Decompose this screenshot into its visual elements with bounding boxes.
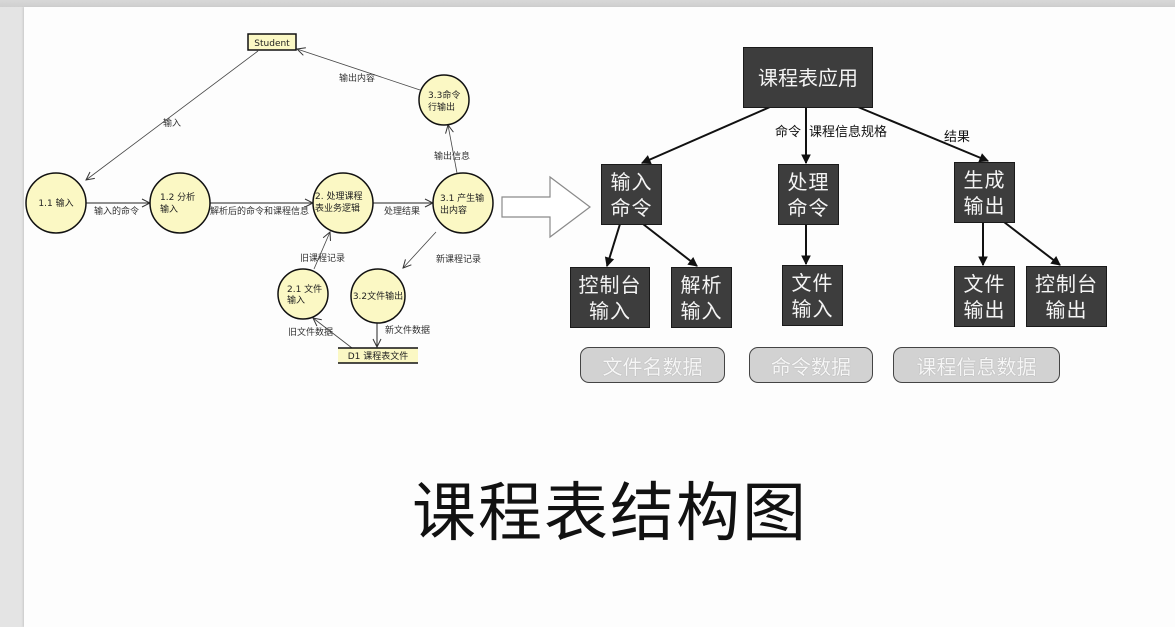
flow-label-output-content: 输出内容	[339, 72, 375, 84]
module-label-line2: 命令	[787, 195, 830, 220]
module-label-line2: 命令	[610, 195, 653, 220]
transform-arrow-icon	[501, 175, 591, 239]
structure-edge-labels: 命令 课程信息规格 结果	[775, 124, 970, 145]
module-label-line1: 文件	[963, 271, 1006, 296]
data-pill-label: 命令数据	[771, 354, 851, 379]
process-label-line1: 3.1 产生输	[440, 192, 484, 204]
process-2: 2. 处理课程 表业务逻辑	[312, 172, 374, 234]
module-label-line1: 控制台	[1035, 271, 1098, 296]
process-1-1: 1.1 输入	[25, 172, 87, 234]
data-pill-command: 命令数据	[749, 347, 873, 383]
process-label-line1: 2.1 文件	[287, 283, 322, 295]
edge-input-to-console	[607, 223, 621, 266]
edge-root-to-output	[857, 106, 988, 161]
flow-2-1-to-2	[313, 232, 330, 270]
edge-label-course-spec: 课程信息规格	[809, 124, 887, 140]
process-1-2: 1.2 分析 输入	[149, 172, 211, 234]
process-label-line2: 输入	[287, 294, 305, 306]
flow-label-process-result: 处理结果	[384, 205, 420, 217]
process-label-line2: 出内容	[440, 204, 467, 216]
viewer-top-bar	[0, 0, 1175, 7]
flow-student-to-1-1	[86, 50, 259, 180]
edge-label-command: 命令	[775, 124, 801, 140]
flow-3-3-to-student	[297, 49, 421, 91]
flow-label-input-command: 输入的命令	[94, 205, 139, 217]
module-label-line1: 处理	[787, 169, 830, 194]
module-label-line1: 文件	[791, 270, 834, 295]
data-store-d1: D1 课程表文件	[338, 347, 418, 364]
process-label-line2: 行输出	[428, 101, 455, 113]
module-label-line2: 输入	[791, 296, 834, 321]
process-label-line1: 2. 处理课程	[315, 190, 362, 202]
flow-3-1-to-3-3	[448, 125, 458, 174]
module-input-command: 输入 命令	[601, 164, 662, 225]
process-label-line1: 1.2 分析	[160, 191, 195, 203]
module-console-output: 控制台 输出	[1026, 266, 1107, 327]
edge-output-to-console	[1003, 221, 1060, 266]
edge-root-to-input	[642, 106, 771, 163]
flow-3-1-to-3-2	[403, 231, 437, 268]
entity-label: Student	[254, 39, 290, 49]
dfd-flows	[86, 49, 458, 349]
flow-label-input: 输入	[163, 117, 181, 129]
process-3-3: 3.3命令 行输出	[418, 74, 470, 126]
module-parse-input: 解析 输入	[671, 267, 732, 328]
module-label-line1: 输入	[610, 169, 653, 194]
module-label-line1: 解析	[680, 272, 723, 297]
process-label: 1.1 输入	[38, 197, 73, 209]
slide-title: 课程表结构图	[412, 477, 808, 551]
data-pill-course-info: 课程信息数据	[893, 347, 1060, 383]
module-root: 课程表应用	[743, 47, 873, 108]
module-process-command: 处理 命令	[778, 164, 839, 225]
process-label-line2: 表业务逻辑	[315, 202, 360, 214]
module-generate-output: 生成 输出	[954, 162, 1015, 223]
data-pill-filename: 文件名数据	[580, 347, 725, 383]
flow-label-old-file-data: 旧文件数据	[288, 326, 333, 338]
process-label-line1: 3.3命令	[428, 89, 460, 101]
module-label-line2: 输入	[589, 298, 631, 323]
external-entity-student: Student	[247, 33, 297, 51]
flow-store-to-2-1	[313, 318, 353, 349]
structure-connectors	[607, 106, 1060, 267]
flow-label-parsed: 解析后的命令和课程信息	[210, 205, 309, 217]
edge-label-result: 结果	[944, 130, 970, 145]
module-label-line2: 输入	[680, 298, 723, 323]
data-store-label: D1 课程表文件	[348, 350, 409, 362]
module-console-input: 控制台 输入	[570, 267, 650, 328]
module-label-line2: 输出	[963, 297, 1006, 322]
process-3-2: 3.2文件输出	[350, 268, 406, 324]
data-pill-label: 课程信息数据	[916, 354, 1037, 379]
flow-label-output-info: 输出信息	[434, 150, 470, 162]
module-label-line2: 输出	[1045, 297, 1088, 322]
process-label-line2: 输入	[160, 203, 178, 215]
module-label-line2: 输出	[963, 193, 1006, 218]
module-file-input: 文件 输入	[782, 265, 843, 326]
data-pill-label: 文件名数据	[602, 354, 703, 379]
flow-label-new-record: 新课程记录	[436, 253, 481, 265]
flow-label-old-record: 旧课程记录	[300, 253, 345, 264]
process-2-1: 2.1 文件 输入	[277, 268, 329, 320]
module-label-line1: 控制台	[578, 272, 642, 297]
process-label: 3.2文件输出	[353, 290, 403, 302]
module-label-line1: 生成	[963, 167, 1006, 192]
edge-input-to-parse	[642, 223, 697, 267]
module-file-output: 文件 输出	[954, 266, 1015, 327]
process-3-1: 3.1 产生输 出内容	[432, 172, 494, 234]
flow-label-new-file-data: 新文件数据	[385, 324, 430, 336]
module-root-label: 课程表应用	[758, 65, 858, 90]
dfd-flow-labels: 输入 输出内容 输出信息 输入的命令 解析后的命令和课程信息 处理结果 旧课程记…	[94, 72, 481, 338]
